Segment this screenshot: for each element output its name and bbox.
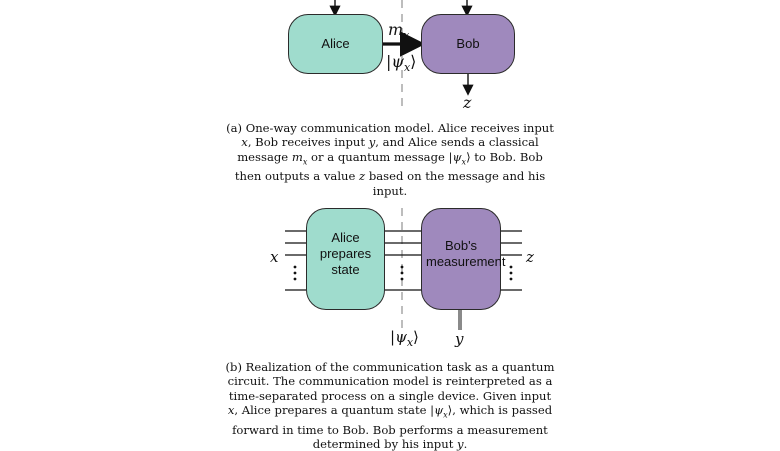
bob-box-a: Bob <box>421 14 515 74</box>
output-z-label-a: z <box>463 93 472 112</box>
caption-b: (b) Realization of the communication tas… <box>225 360 555 451</box>
bob-label-b: Bob's measurement <box>426 238 506 269</box>
bob-box-b: Bob's measurement <box>421 208 506 310</box>
bob-output-wires <box>500 230 522 291</box>
alice-box-b: Alice prepares state <box>306 208 385 310</box>
wire-ellipsis <box>293 265 513 281</box>
state-label-b: |ψx⟩ <box>390 328 419 349</box>
alice-label-a: Alice <box>321 36 350 51</box>
state-wires <box>384 230 422 291</box>
output-z-label-b: z <box>526 248 534 266</box>
quantum-message-label: |ψx⟩ <box>386 52 417 75</box>
alice-input-wires <box>285 230 306 291</box>
alice-box-a: Alice <box>288 14 383 74</box>
diagram-lines <box>285 0 522 348</box>
alice-label-b: Alice prepares state <box>319 230 372 277</box>
bob-label-a: Bob <box>456 36 480 51</box>
input-x-label: x <box>270 248 279 266</box>
caption-a: (a) One-way communication model. Alice r… <box>226 121 554 198</box>
classical-message-label: mx <box>388 20 410 43</box>
bob-input-y-label: y <box>455 330 464 348</box>
